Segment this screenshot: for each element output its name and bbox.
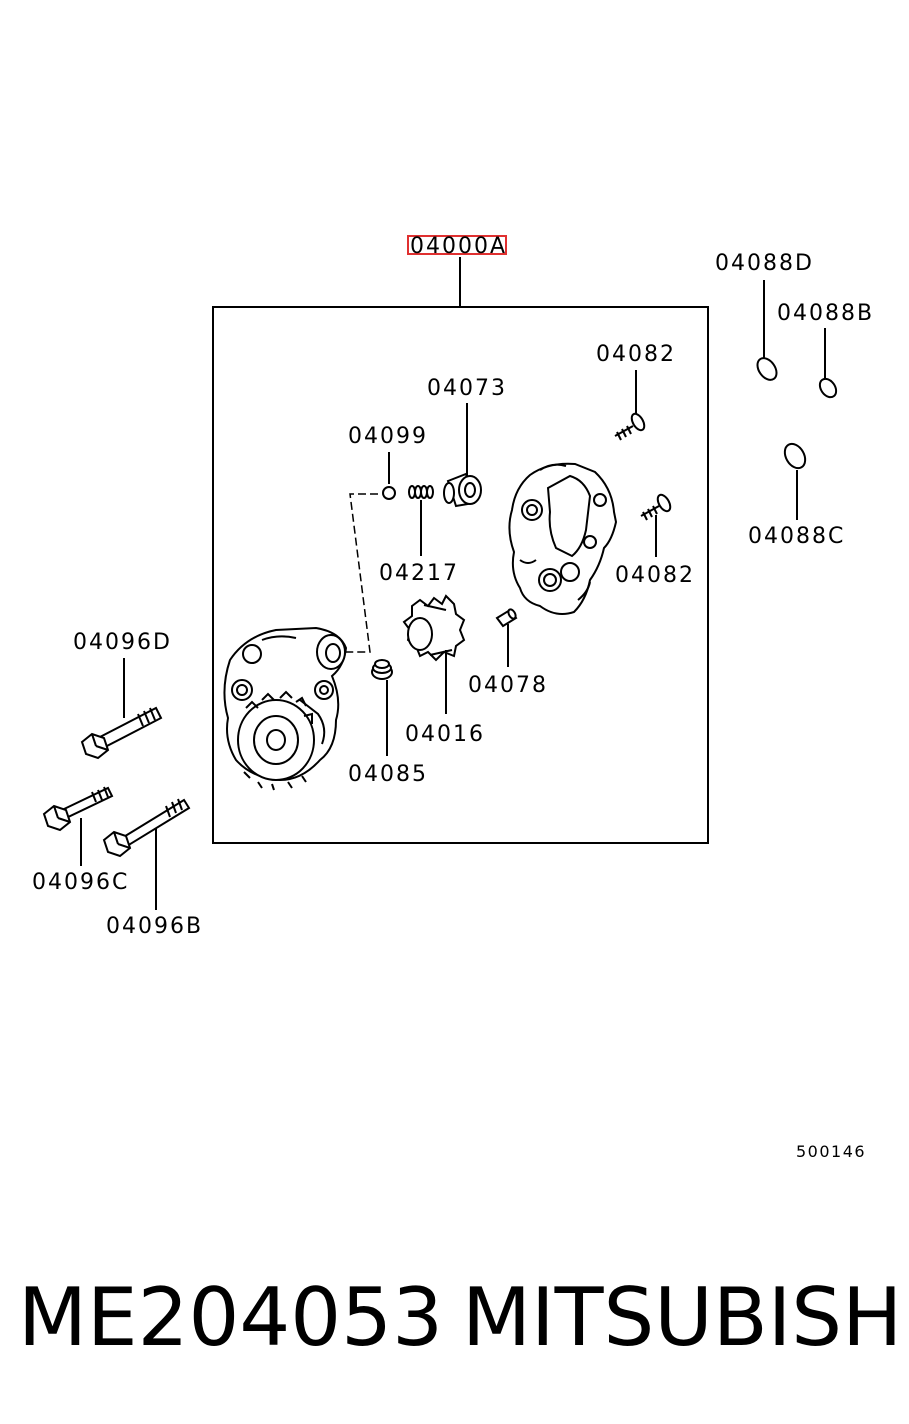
callout-04088D[interactable]: 04088D xyxy=(715,251,814,276)
bolt-04096D xyxy=(80,706,163,760)
assembly-label-highlight xyxy=(407,235,507,255)
gear-04016 xyxy=(402,594,466,662)
callout-04096B[interactable]: 04096B xyxy=(106,914,203,939)
callout-04085[interactable]: 04085 xyxy=(348,762,428,787)
o-ring-04088D xyxy=(756,357,778,381)
part-number: ME204053 xyxy=(18,1271,443,1364)
screw-04082-right xyxy=(640,493,672,521)
callout-04016[interactable]: 04016 xyxy=(405,722,485,747)
screw-04082-top xyxy=(614,412,646,441)
spring-04217 xyxy=(408,485,434,499)
pump-body xyxy=(223,626,348,791)
callout-04096D[interactable]: 04096D xyxy=(73,630,172,655)
callout-04099[interactable]: 04099 xyxy=(348,424,428,449)
o-ring-04088B xyxy=(818,377,838,399)
ball-04099 xyxy=(382,486,396,500)
dashed-alignment-line xyxy=(345,493,378,653)
callout-04073[interactable]: 04073 xyxy=(427,376,507,401)
pin-04078 xyxy=(495,608,518,628)
callout-04078[interactable]: 04078 xyxy=(468,673,548,698)
brand-name: MITSUBISHI xyxy=(462,1271,909,1364)
callout-04082-top[interactable]: 04082 xyxy=(596,342,676,367)
cover-plate xyxy=(508,462,618,615)
callout-04082-right[interactable]: 04082 xyxy=(615,563,695,588)
assembly-frame xyxy=(212,306,709,844)
bolt-04096B xyxy=(102,798,191,858)
callout-04088C[interactable]: 04088C xyxy=(748,524,845,549)
diagram-reference-number: 500146 xyxy=(796,1142,866,1161)
o-ring-04088C xyxy=(783,442,807,470)
callout-04096C[interactable]: 04096C xyxy=(32,870,129,895)
plug-04073 xyxy=(443,472,482,508)
callout-04217[interactable]: 04217 xyxy=(379,561,459,586)
callout-04088B[interactable]: 04088B xyxy=(777,301,874,326)
bolt-04096C xyxy=(42,786,114,832)
spring-04085 xyxy=(371,659,393,680)
assembly-label[interactable]: 04000A xyxy=(410,234,507,259)
